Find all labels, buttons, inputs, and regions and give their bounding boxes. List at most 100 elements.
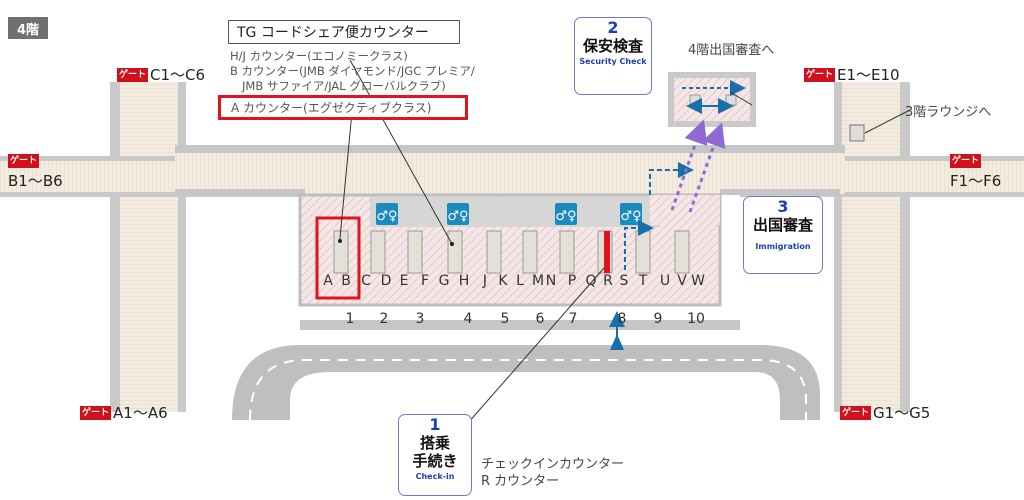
tg-a-counter-callout: A カウンター(エグゼクティブクラス) <box>218 95 468 120</box>
leader-lines <box>339 59 911 433</box>
counter-island <box>635 230 651 274</box>
counter-letter: K <box>498 273 508 289</box>
counter-island <box>559 230 575 274</box>
gate-e-range: E1〜E10 <box>837 66 900 84</box>
floor-label: 4階 <box>8 17 48 39</box>
gate-badge: ゲート <box>80 405 112 420</box>
ab-counter-highlight <box>315 216 361 300</box>
counter-letter: D <box>380 273 392 289</box>
counter-letter: U <box>659 273 671 289</box>
counter-letter: M <box>531 273 545 289</box>
counter-island <box>522 230 538 274</box>
counter-number: 7 <box>568 311 578 327</box>
svg-text:♂♀: ♂♀ <box>555 209 576 224</box>
note-3f-lounge: 3階ラウンジへ <box>905 105 992 120</box>
gate-b-label: ゲート B1〜B6 <box>8 154 63 191</box>
counter-island <box>407 230 423 274</box>
counter-island <box>333 230 349 274</box>
leader-dot <box>338 239 342 243</box>
step-number: 2 <box>607 18 619 37</box>
security-area <box>668 72 756 127</box>
tg-line-b: B カウンター(JMB ダイヤモンド/JGC プレミア/ <box>230 64 475 78</box>
leader-dot <box>450 242 454 246</box>
checkin-desc-line2: R カウンター <box>481 474 560 489</box>
counter-number: 6 <box>535 311 545 327</box>
counter-letter: C <box>361 273 371 289</box>
counter-letter: Q <box>585 273 597 289</box>
gate-f-label: ゲート F1〜F6 <box>950 154 1001 191</box>
gate-b-range: B1〜B6 <box>8 172 63 190</box>
note-4f-immigration: 4階出国審査へ <box>688 43 775 58</box>
counter-letter: G <box>438 273 450 289</box>
gate-badge: ゲート <box>117 67 149 82</box>
immigration-box: 3 出国審査 Immigration <box>743 196 823 274</box>
counter-letter: A <box>323 273 333 289</box>
counter-letter: J <box>482 273 488 289</box>
counter-island <box>674 230 690 274</box>
gate-badge: ゲート <box>950 154 982 168</box>
step-subtitle: Security Check <box>579 57 647 66</box>
checkin-box: 1 搭乗 手続き Check-in <box>398 414 472 496</box>
counter-letter: R <box>603 273 613 289</box>
tg-line-hj: H/J カウンター(エコノミークラス) <box>230 49 408 63</box>
gate-badge: ゲート <box>804 67 836 82</box>
counter-letter: S <box>619 273 629 289</box>
counter-number: 5 <box>500 311 510 327</box>
counter-letter: F <box>420 273 430 289</box>
counter-number: 8 <box>617 311 627 327</box>
curbside-road <box>232 320 820 421</box>
step-subtitle: Check-in <box>415 472 455 481</box>
counter-letter: L <box>516 273 524 289</box>
counter-island <box>370 230 386 274</box>
counter-letter: H <box>458 273 470 289</box>
step-subtitle: Immigration <box>755 242 811 251</box>
gate-g-range: G1〜G5 <box>873 404 931 422</box>
counter-number: 3 <box>415 311 425 327</box>
svg-text:♂♀: ♂♀ <box>620 209 641 224</box>
counter-number: 4 <box>463 311 473 327</box>
gate-a-range: A1〜A6 <box>113 404 168 422</box>
counter-letter: W <box>691 273 705 289</box>
tg-codeshare-title: TG コードシェア便カウンター <box>228 20 460 44</box>
step-number: 3 <box>777 197 789 216</box>
step-title: 出国審査 <box>752 216 813 234</box>
immigration-area <box>650 195 720 225</box>
r-counter-marker <box>604 231 610 273</box>
counter-numbers: 1 2 3 4 5 6 7 8 9 10 <box>0 311 1024 331</box>
counter-letter: N <box>545 273 557 289</box>
counter-letter: E <box>399 273 409 289</box>
tg-counter-list: H/J カウンター(エコノミークラス) B カウンター(JMB ダイヤモンド/J… <box>230 49 475 94</box>
counter-number: 1 <box>345 311 355 327</box>
passenger-route <box>609 119 726 350</box>
gate-badge: ゲート <box>840 405 872 420</box>
svg-text:♂♀: ♂♀ <box>376 209 397 224</box>
step-title-line1: 搭乗 <box>419 434 450 452</box>
counter-letter: P <box>567 273 577 289</box>
counter-letter: T <box>638 273 648 289</box>
restroom-icons: ♂♀ ♂♀ ♂♀ ♂♀ <box>376 203 642 225</box>
counter-island <box>447 230 463 274</box>
counter-number: 10 <box>687 311 705 327</box>
counter-number: 2 <box>379 311 389 327</box>
checkin-description: チェックインカウンター R カウンター <box>481 456 624 490</box>
security-check-box: 2 保安検査 Security Check <box>574 17 652 95</box>
svg-text:♂♀: ♂♀ <box>447 209 468 224</box>
step-number: 1 <box>429 415 441 434</box>
step-title-line2: 手続き <box>412 452 458 470</box>
checkin-desc-line1: チェックインカウンター <box>481 457 625 472</box>
counter-number: 9 <box>653 311 663 327</box>
gate-badge: ゲート <box>8 154 40 168</box>
lounge-access <box>849 124 865 142</box>
gate-c-range: C1〜C6 <box>150 66 206 84</box>
gate-f-range: F1〜F6 <box>950 172 1002 190</box>
step-title: 保安検査 <box>582 37 643 55</box>
counter-island <box>486 230 502 274</box>
main-concourse <box>175 145 845 195</box>
counter-letter: V <box>677 273 687 289</box>
